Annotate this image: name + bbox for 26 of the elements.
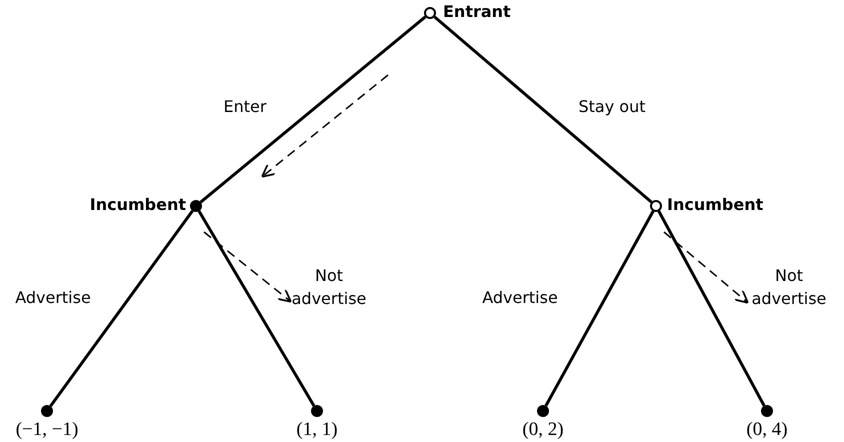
payoff-label: (1, 1) (296, 418, 338, 442)
payoff-label: (0, 2) (522, 418, 564, 442)
edge-label: Not advertise (290, 265, 368, 310)
player-label: Entrant (443, 2, 511, 22)
branch-line (434, 16, 652, 204)
branch-line (198, 210, 316, 407)
filled-decision-node (190, 200, 202, 212)
edge-label: Advertise (14, 287, 92, 309)
branch-line (200, 16, 426, 204)
branch-line (658, 210, 766, 406)
open-decision-node (424, 7, 436, 19)
player-label: Incumbent (667, 195, 764, 215)
payoff-label: (−1, −1) (16, 418, 78, 442)
filled-decision-node (311, 405, 323, 417)
player-label: Incumbent (90, 195, 186, 215)
open-decision-node (650, 200, 662, 212)
payoff-label: (0, 4) (746, 418, 788, 442)
edge-label: Not advertise (750, 265, 828, 310)
filled-decision-node (41, 405, 53, 417)
branch-line (49, 210, 194, 408)
edge-label: Advertise (481, 287, 559, 309)
edge-label: Enter (222, 96, 268, 118)
edge-label: Stay out (578, 96, 646, 118)
filled-decision-node (761, 405, 773, 417)
branch-line (544, 210, 654, 406)
filled-decision-node (537, 405, 549, 417)
